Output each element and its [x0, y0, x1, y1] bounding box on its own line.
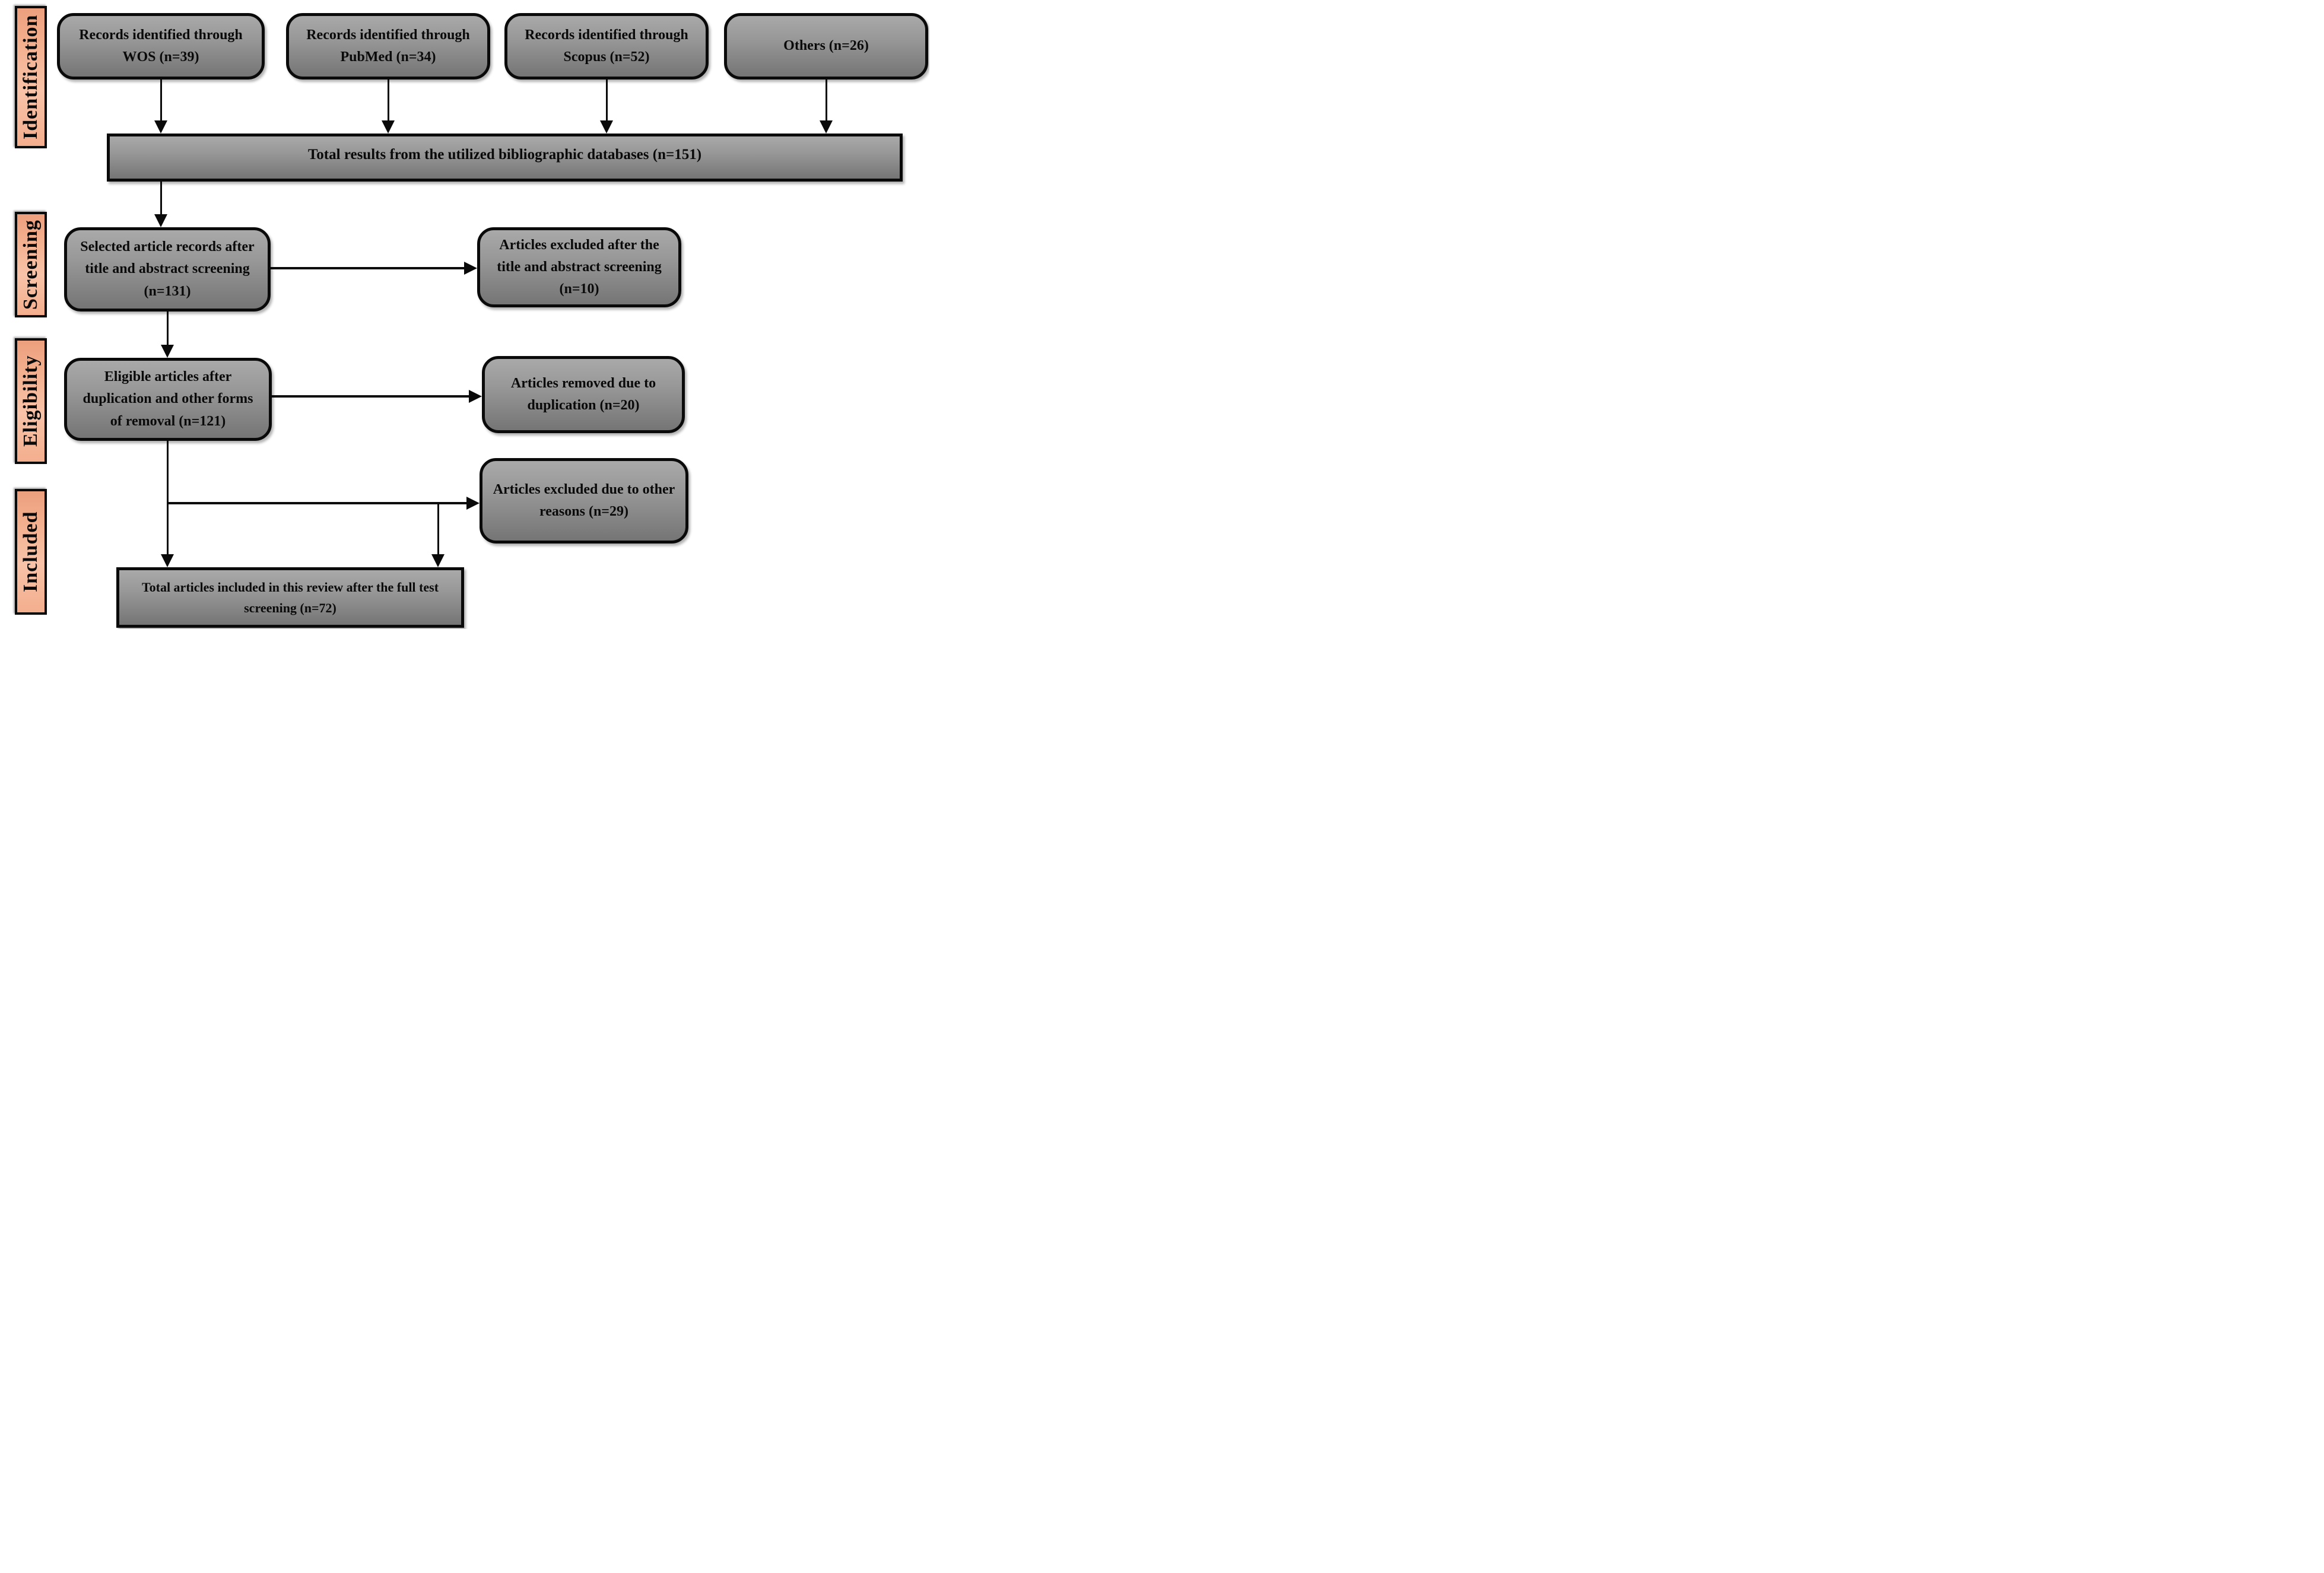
stage-label-eligibility: Eligibility	[15, 338, 47, 464]
box-removed-duplication: Articles removed due to duplication (n=2…	[482, 356, 685, 433]
scopus-to-total-arrow-line	[605, 80, 608, 122]
eligible-to-removed-arrow-head	[469, 390, 482, 403]
branch-to-excluded-other-head	[466, 497, 480, 510]
box-excluded-other: Articles excluded due to other reasons (…	[480, 458, 688, 544]
selected-to-eligible-arrow-head	[161, 345, 174, 358]
pubmed-to-total-arrow-line	[387, 80, 389, 122]
stage-label-identification: Identification	[15, 6, 47, 148]
stage-label-included: Included	[15, 489, 47, 615]
box-total-results: Total results from the utilized bibliogr…	[107, 134, 903, 182]
selected-to-excluded-arrow-line	[271, 267, 465, 269]
others-to-total-arrow-line	[825, 80, 827, 122]
branch-to-excluded-other-line	[166, 502, 468, 504]
wos-to-total-arrow-head	[154, 120, 167, 134]
total-to-selected-arrow-head	[154, 214, 167, 227]
eligible-to-removed-arrow-line	[272, 395, 470, 398]
others-to-total-arrow-head	[820, 120, 833, 134]
box-eligible-articles: Eligible articles after duplication and …	[64, 358, 272, 441]
eligible-to-included-arrow-head	[161, 554, 174, 567]
scopus-to-total-arrow-head	[600, 120, 613, 134]
eligible-to-included-arrow-line	[166, 441, 169, 555]
selected-to-eligible-arrow-line	[166, 312, 169, 346]
total-to-selected-arrow-line	[160, 182, 162, 215]
box-excluded-screening: Articles excluded after the title and ab…	[477, 227, 681, 307]
wos-to-total-arrow-line	[160, 80, 162, 122]
prisma-flow-diagram: Identification Screening Eligibility Inc…	[0, 0, 929, 629]
box-records-others: Others (n=26)	[724, 13, 928, 80]
box-records-scopus: Records identified through Scopus (n=52)	[504, 13, 709, 80]
box-total-included: Total articles included in this review a…	[116, 567, 464, 628]
stage-label-screening: Screening	[15, 212, 47, 317]
branch-to-included-drop-line	[437, 503, 439, 555]
box-records-wos: Records identified through WOS (n=39)	[57, 13, 265, 80]
pubmed-to-total-arrow-head	[382, 120, 395, 134]
box-records-pubmed: Records identified through PubMed (n=34)	[286, 13, 490, 80]
branch-to-included-drop-head	[431, 554, 445, 567]
selected-to-excluded-arrow-head	[464, 262, 477, 275]
box-selected-records: Selected article records after title and…	[64, 227, 271, 312]
